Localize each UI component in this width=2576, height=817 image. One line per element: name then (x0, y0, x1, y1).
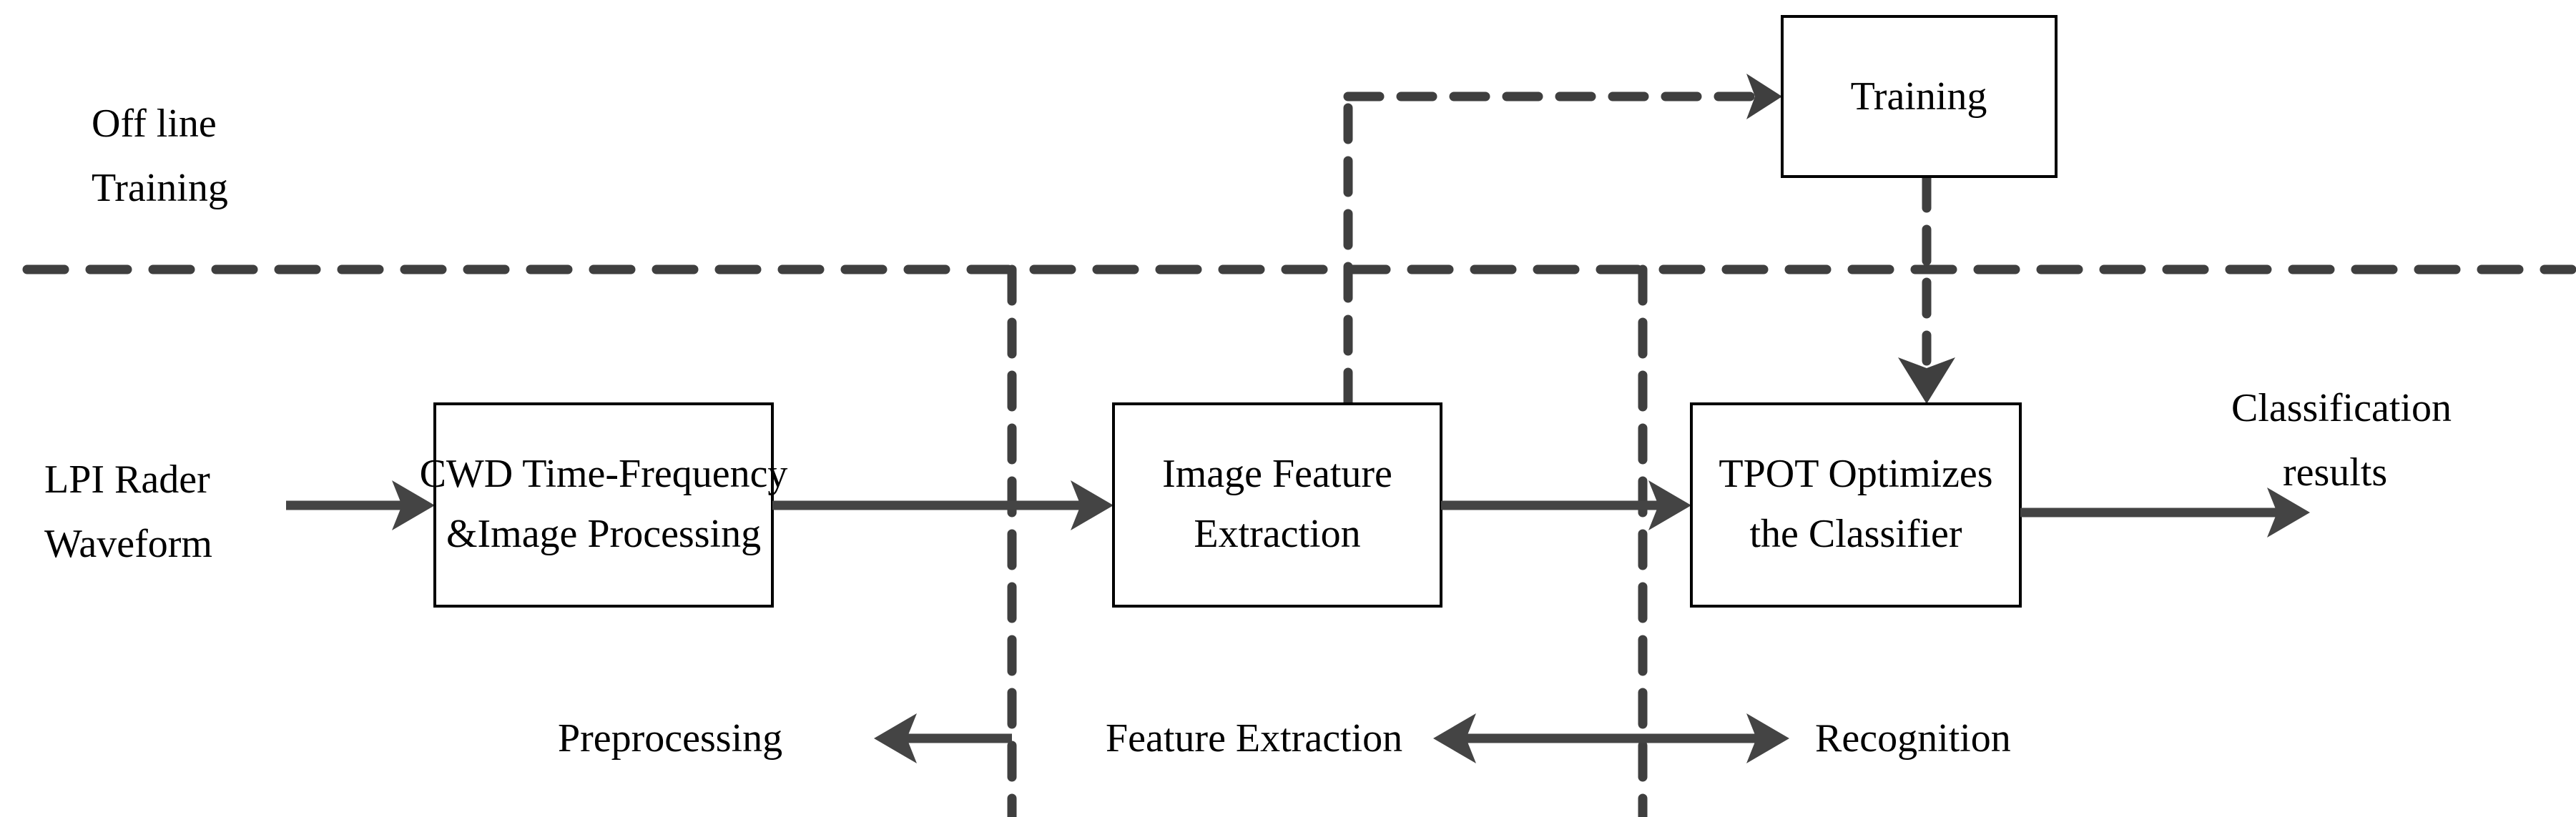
node-cwd-label-line2: &Image Processing (446, 512, 761, 556)
arrow-recognition-head (1746, 713, 1789, 763)
arrow-feature-to-tpot-head (1648, 480, 1691, 530)
stage-label-recognition: Recognition (1815, 716, 2011, 761)
node-tpot-box[interactable] (1690, 402, 2022, 608)
node-feature-label-line2: Extraction (1194, 512, 1360, 556)
node-cwd-label-line1: CWD Time-Frequency (420, 452, 788, 496)
stage-label-preprocessing: Preprocessing (558, 716, 782, 761)
arrow-preprocessing-head (874, 713, 917, 763)
input-label-line2: Waveform (44, 522, 212, 566)
node-cwd-box[interactable] (433, 402, 774, 608)
training-to-tpot-arrowhead (1898, 357, 1955, 404)
offline-training-label-line2: Training (92, 166, 228, 210)
node-training-box[interactable] (1781, 15, 2058, 178)
arrow-input-to-cwd-head (392, 480, 435, 530)
node-tpot-label-line2: the Classifier (1749, 512, 1962, 556)
stage-label-feature-extraction: Feature Extraction (1106, 716, 1402, 761)
arrow-feature-extraction-head (1433, 713, 1476, 763)
node-feature-box[interactable] (1112, 402, 1442, 608)
node-training-label: Training (1851, 74, 1987, 119)
arrow-cwd-to-feature-head (1071, 480, 1114, 530)
arrow-output-head (2267, 487, 2310, 538)
feature-to-training-arrowhead (1746, 74, 1782, 119)
output-label-line1: Classification (2231, 386, 2452, 430)
node-tpot-label-line1: TPOT Optimizes (1719, 452, 1992, 496)
node-feature-label-line1: Image Feature (1162, 452, 1392, 496)
output-label-line2: results (2283, 450, 2387, 495)
offline-training-label-line1: Off line (92, 101, 217, 146)
input-label-line1: LPI Rader (44, 457, 210, 502)
